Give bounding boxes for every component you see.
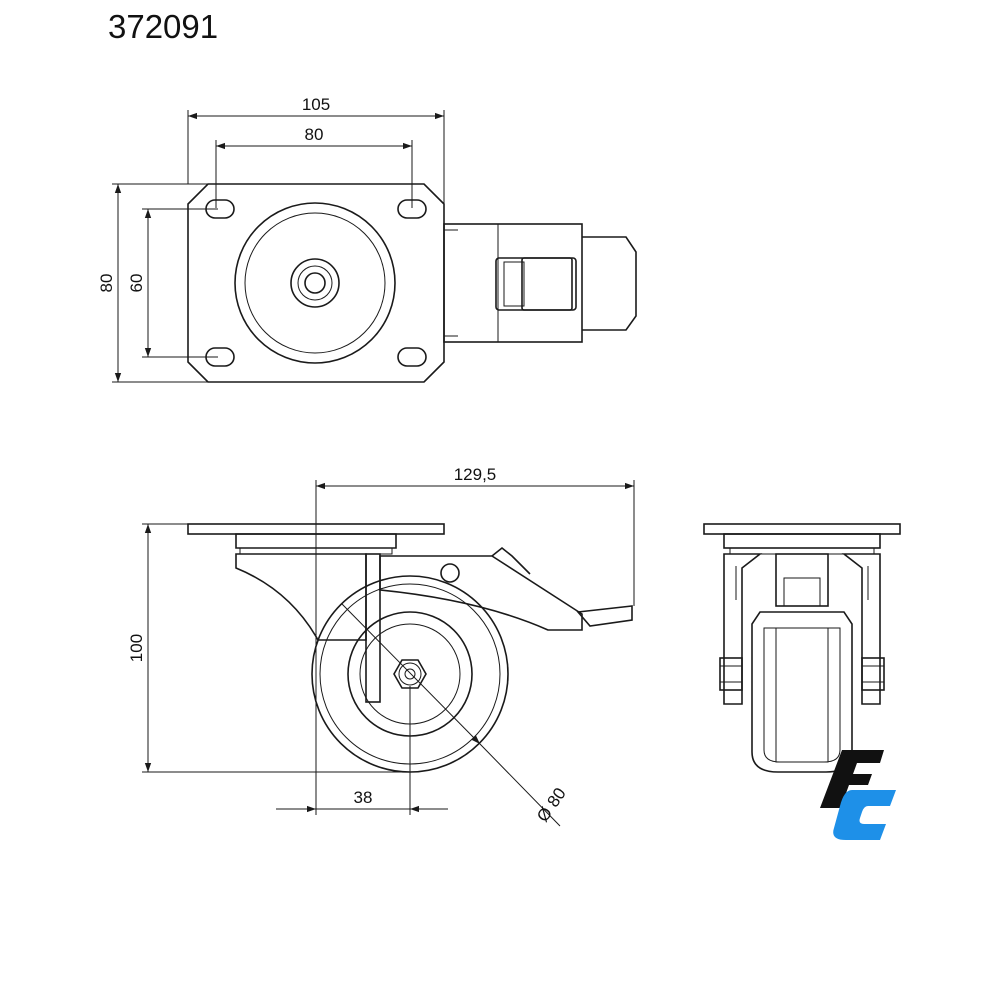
dimension-hole-spacing-x: 80 (215, 125, 413, 208)
dimension-overall-height: 100 (127, 523, 410, 773)
lever-pivot (440, 563, 460, 583)
front-wheel (751, 611, 853, 773)
logo-letter-c (833, 790, 896, 840)
svg-text:38: 38 (354, 788, 373, 807)
brake-pedal (582, 236, 637, 331)
dimension-offset: 38 (276, 686, 448, 815)
axle-nut (393, 659, 427, 689)
front-axle-nut-left (719, 657, 743, 691)
dimension-plate-width: 105 (187, 95, 445, 204)
brake-housing (443, 223, 583, 343)
dimension-overall-length: 129,5 (315, 465, 635, 815)
mounting-plate (187, 183, 445, 383)
swivel-outer-ring (234, 202, 396, 364)
bolt-hole-br (397, 347, 427, 367)
svg-text:129,5: 129,5 (454, 465, 497, 484)
top-view: 105 80 80 60 (97, 95, 637, 383)
part-number: 372091 (108, 8, 218, 45)
svg-text:80: 80 (97, 274, 116, 293)
front-top-plate (703, 523, 901, 535)
svg-text:105: 105 (302, 95, 330, 114)
svg-text:Ø 80: Ø 80 (533, 784, 570, 825)
svg-text:80: 80 (305, 125, 324, 144)
kingpin (304, 272, 326, 294)
dimension-plate-depth: 80 (97, 183, 208, 383)
front-fork-left (723, 553, 763, 705)
svg-text:100: 100 (127, 634, 146, 662)
brake-lever (379, 555, 583, 631)
svg-text:60: 60 (127, 274, 146, 293)
logo-letter-e (820, 750, 884, 808)
front-axle-nut-right (861, 657, 885, 691)
side-view: 129,5 100 38 Ø 80 (127, 465, 635, 827)
ec-logo (820, 750, 896, 840)
dimension-hole-spacing-y: 60 (127, 208, 218, 358)
front-fork-right (841, 553, 881, 705)
front-view (703, 523, 901, 773)
fork-body (235, 553, 367, 641)
